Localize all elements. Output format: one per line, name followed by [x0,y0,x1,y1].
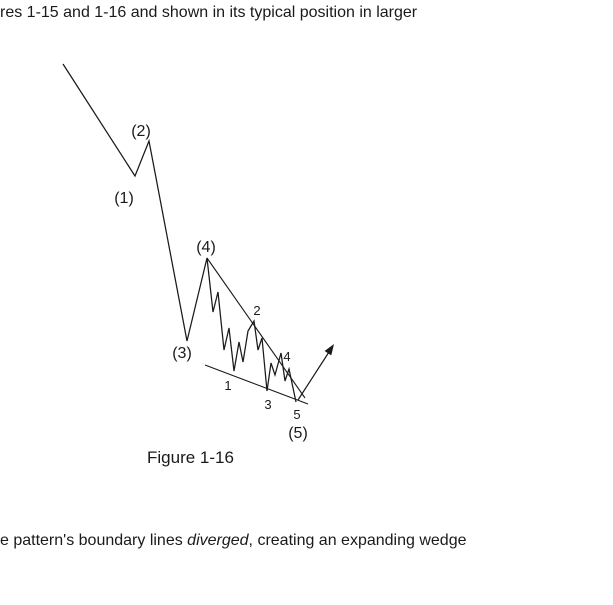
wave-label-1: (1) [114,190,134,207]
breakout-arrow-shaft [297,351,330,401]
wave-label-5: (5) [288,425,308,442]
bottom-text-prefix: e pattern's boundary lines [0,532,188,549]
top-paragraph: res 1-15 and 1-16 and shown in its typic… [0,4,418,21]
bottom-text-italic-word: diverged [187,532,249,549]
wave-path [62,63,297,403]
wave-label-3: (3) [172,345,192,362]
upper-boundary-line [206,257,306,399]
subwave-label-2: 2 [253,303,260,318]
breakout-arrow-head [324,344,334,356]
wave-label-4: (4) [196,239,216,256]
subwave-label-3: 3 [264,397,271,412]
lower-boundary-line [204,364,309,405]
subwave-label-1: 1 [224,378,231,393]
subwave-label-4: 4 [283,349,290,364]
bottom-text-suffix: , creating an expanding wedge [248,532,467,549]
bottom-paragraph: e pattern's boundary lines diverged, cre… [0,531,466,551]
subwave-label-5: 5 [293,407,300,422]
wave-label-2: (2) [131,123,151,140]
figure-caption: Figure 1-16 [147,448,234,467]
